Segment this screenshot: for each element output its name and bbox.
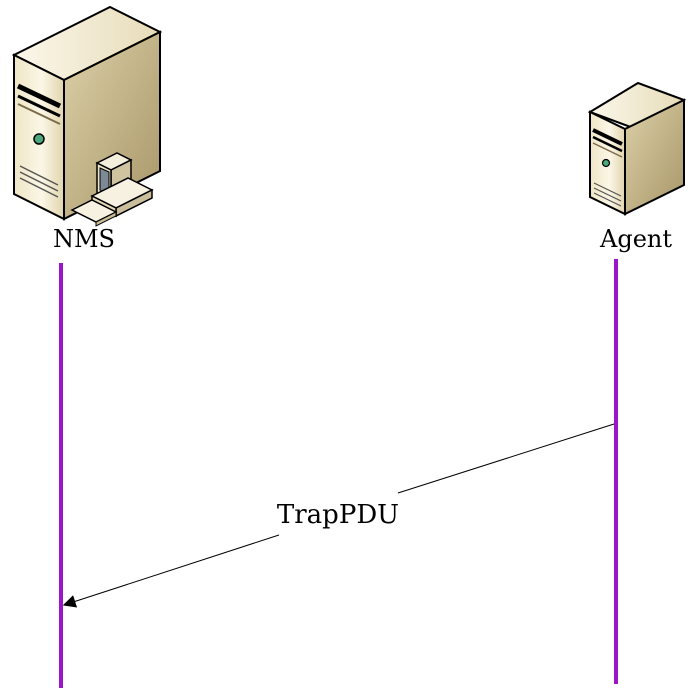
nms-label: NMS bbox=[53, 225, 115, 253]
trap-pdu-label: TrapPDU bbox=[277, 500, 399, 530]
agent-label: Agent bbox=[599, 225, 672, 253]
trap-arrow-head bbox=[62, 534, 280, 608]
trap-arrow-tail bbox=[397, 423, 615, 494]
server-with-workstation-icon bbox=[11, 5, 163, 227]
server-icon bbox=[587, 81, 687, 216]
